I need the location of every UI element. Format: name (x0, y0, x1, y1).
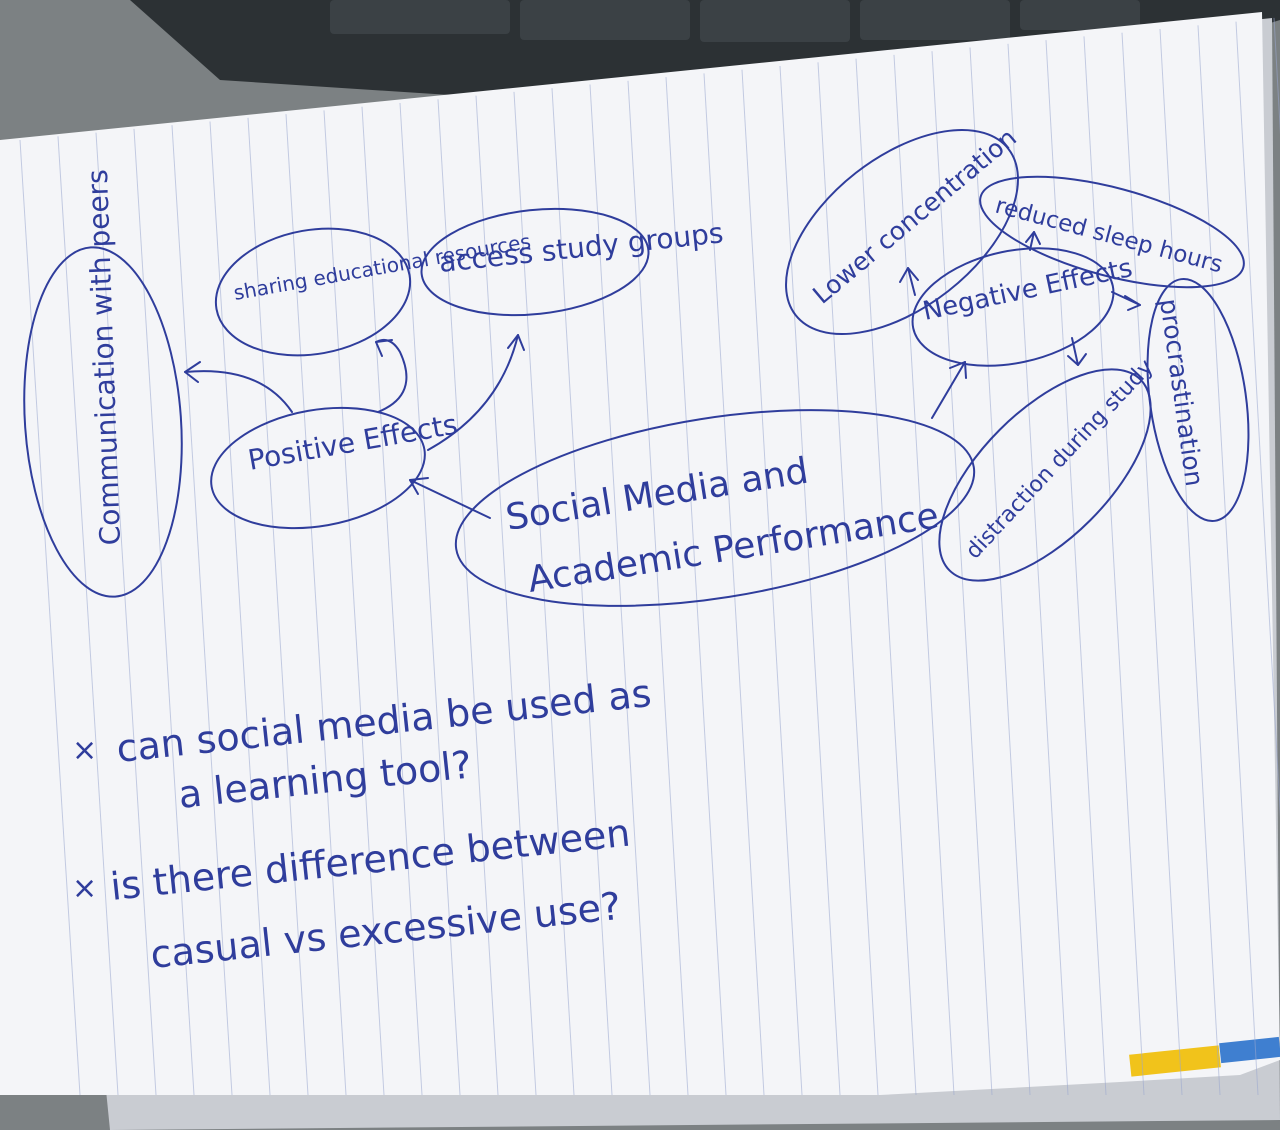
ruled-line (57, 136, 119, 1096)
ruled-line (817, 62, 879, 1096)
ruled-line (513, 91, 575, 1096)
tab-marker-blue (1219, 1036, 1280, 1064)
arrowhead (375, 339, 393, 357)
ruled-line (1083, 36, 1145, 1096)
tab-marker-yellow (1129, 1045, 1221, 1077)
ruled-line (361, 106, 423, 1096)
laptop-key (330, 0, 510, 34)
ruled-line (665, 77, 727, 1096)
ruled-line (133, 128, 195, 1096)
ruled-line (969, 47, 1031, 1096)
ruled-line (285, 114, 347, 1096)
laptop-key (700, 0, 850, 42)
arrowhead (184, 361, 201, 383)
study-groups-bubble (420, 207, 650, 317)
note-bullet: × (72, 871, 97, 906)
arrow-positive-to-study-groups (427, 334, 519, 451)
arrow-negative-to-concentration (907, 267, 916, 296)
ruled-line (323, 110, 385, 1096)
notebook-page (0, 12, 1280, 1095)
arrowhead (507, 334, 525, 351)
bubbles (23, 129, 1250, 607)
ruled-line (247, 117, 309, 1096)
ruled-line (475, 95, 537, 1096)
ruled-line (437, 99, 499, 1096)
arrowhead (1124, 295, 1141, 311)
ruled-line (1159, 28, 1221, 1096)
positive-bubble (210, 406, 426, 530)
laptop-key (520, 0, 690, 40)
arrow-negative-to-sleep (1029, 231, 1035, 251)
ruled-line (779, 65, 841, 1096)
arrow-center-to-negative (931, 361, 966, 419)
ruled-line (627, 80, 689, 1096)
distraction-bubble (938, 368, 1152, 582)
ruled-line (1045, 40, 1107, 1096)
arrow-positive-to-communication (184, 370, 293, 413)
arrow-negative-to-distraction (1071, 337, 1079, 366)
ruled-line (855, 58, 917, 1096)
arrowhead (409, 477, 429, 495)
ruled-line (1007, 43, 1069, 1096)
concentration-bubble (785, 129, 1019, 335)
arrowhead (1025, 231, 1041, 245)
sharing-bubble (214, 227, 412, 357)
laptop-key (860, 0, 1010, 40)
ruled-lines (19, 17, 1280, 1096)
ruled-line (399, 102, 461, 1096)
ruled-line (551, 88, 613, 1096)
ruled-line (19, 139, 81, 1096)
center-bubble (454, 409, 976, 607)
ruled-line (589, 84, 651, 1096)
ruled-line (1121, 32, 1183, 1096)
ruled-line (95, 132, 157, 1096)
communication-bubble (23, 246, 183, 598)
ruled-line (703, 73, 765, 1096)
ruled-line (931, 51, 993, 1096)
note-bullet: × (72, 733, 97, 768)
ruled-line (893, 54, 955, 1096)
connectors (184, 231, 1141, 519)
arrow-center-to-positive (409, 479, 491, 519)
arrowhead (899, 267, 919, 283)
negative-bubble (911, 247, 1115, 367)
ruled-line (1197, 25, 1259, 1096)
ruled-line (171, 125, 233, 1096)
sleep-bubble (979, 175, 1245, 289)
arrowhead (1067, 353, 1087, 366)
ruled-line (741, 69, 803, 1096)
laptop-key (1020, 0, 1140, 30)
ruled-line (1235, 21, 1280, 818)
